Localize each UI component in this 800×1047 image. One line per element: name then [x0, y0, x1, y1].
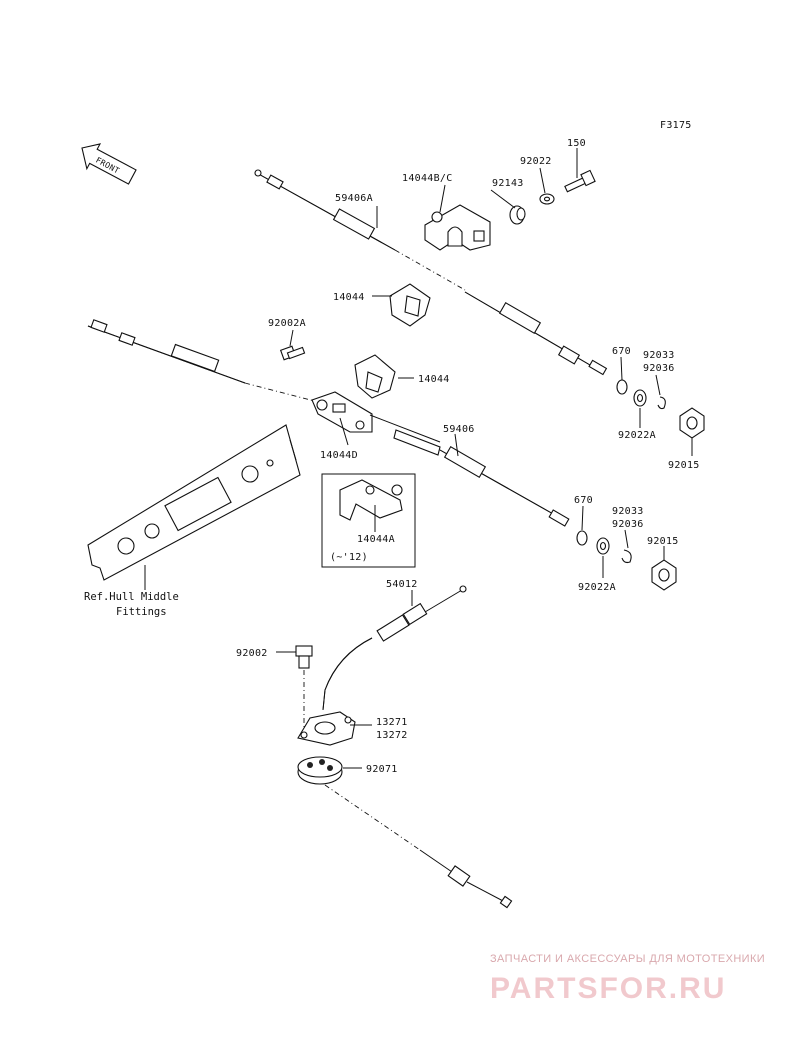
label-92022A-lower: 92022A — [578, 582, 616, 593]
label-14044BC: 14044B/C — [402, 173, 453, 184]
label-92036-upper: 92036 — [643, 363, 675, 374]
cable-54012 — [322, 585, 467, 711]
clip-92033-upper — [657, 396, 666, 410]
label-14044D: 14044D — [320, 450, 358, 461]
grommet-14044-lower — [354, 354, 396, 399]
bracket-14044BC — [424, 204, 491, 251]
plate-13271 — [297, 711, 356, 746]
cable-lower-tail — [324, 784, 513, 909]
collar-92143 — [509, 205, 526, 225]
cable-59406 — [369, 414, 570, 527]
washer-92022A-upper — [633, 389, 647, 407]
label-92071: 92071 — [366, 764, 398, 775]
nut-92015-lower — [651, 559, 677, 591]
bolt-92002 — [295, 645, 313, 735]
grommet-14044-upper — [389, 283, 431, 327]
leader-lines — [276, 148, 693, 769]
label-92002: 92002 — [236, 648, 268, 659]
oring-670-upper — [616, 379, 628, 395]
watermark-brand: PARTSFOR.RU — [490, 972, 726, 1005]
label-92015-upper: 92015 — [668, 460, 700, 471]
ref-note-line2: Fittings — [116, 606, 167, 618]
washer-92022A-lower — [596, 537, 610, 555]
label-92015-lower: 92015 — [647, 536, 679, 547]
label-14044-upper: 14044 — [333, 292, 365, 303]
cable-left-end — [87, 319, 331, 406]
figure-code: F3175 — [660, 120, 692, 131]
watermark-tagline: ЗАПЧАСТИ И АКСЕССУАРЫ ДЛЯ МОТОТЕХНИКИ — [490, 953, 765, 965]
label-92033-lower: 92033 — [612, 506, 644, 517]
label-54012: 54012 — [386, 579, 418, 590]
bracket-14044A-inset — [321, 473, 416, 568]
nut-92015-upper — [679, 407, 705, 439]
label-13271: 13271 — [376, 717, 408, 728]
grommet-92071 — [297, 756, 343, 785]
label-14044A: 14044A — [357, 534, 395, 545]
label-150: 150 — [567, 138, 586, 149]
bolt-150 — [564, 169, 596, 193]
bolt-92002A — [279, 345, 306, 361]
label-670-upper: 670 — [612, 346, 631, 357]
label-92022: 92022 — [520, 156, 552, 167]
label-92022A-upper: 92022A — [618, 430, 656, 441]
label-59406: 59406 — [443, 424, 475, 435]
oring-670-lower — [576, 530, 588, 546]
label-92002A: 92002A — [268, 318, 306, 329]
hull-fitting-panel — [87, 424, 301, 581]
clip-92033-lower — [621, 549, 632, 564]
label-92143: 92143 — [492, 178, 524, 189]
label-14044-lower: 14044 — [418, 374, 450, 385]
bracket-14044D — [311, 391, 373, 433]
label-59406A: 59406A — [335, 193, 373, 204]
washer-92022 — [539, 193, 555, 205]
cable-59406A — [254, 169, 608, 376]
label-13272: 13272 — [376, 730, 408, 741]
label-92033-upper: 92033 — [643, 350, 675, 361]
label-670-lower: 670 — [574, 495, 593, 506]
label-14044A-note: (~'12) — [330, 552, 368, 563]
ref-note-line1: Ref.Hull Middle — [84, 591, 179, 603]
label-92036-lower: 92036 — [612, 519, 644, 530]
front-arrow-icon: FRONT — [81, 143, 137, 185]
